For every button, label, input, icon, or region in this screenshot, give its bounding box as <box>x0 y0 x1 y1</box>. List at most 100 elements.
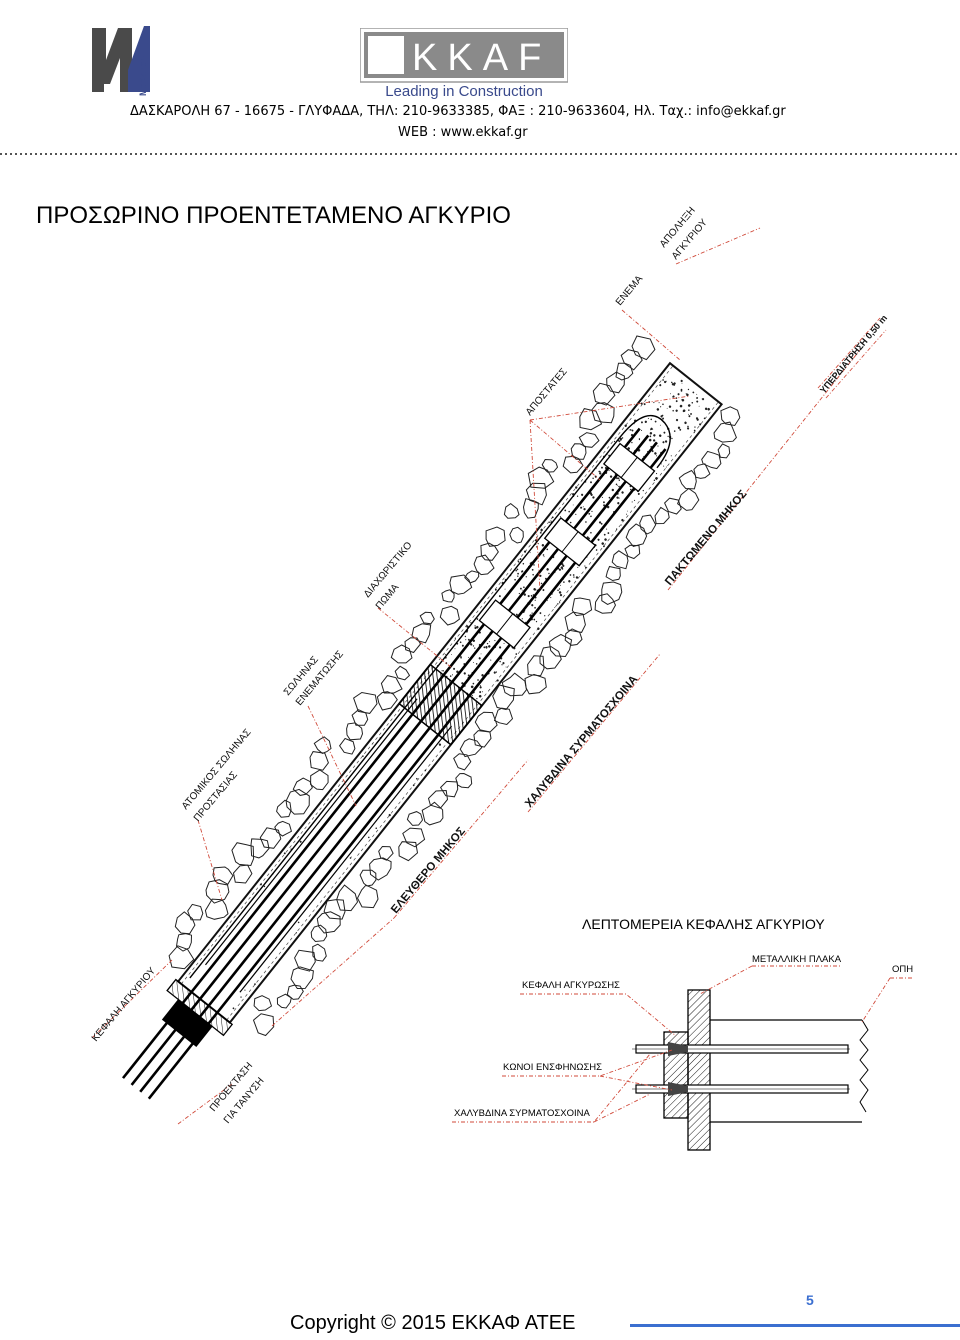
grout-speck <box>590 515 592 518</box>
grout-speck <box>461 682 464 685</box>
rubble-stone <box>411 623 432 644</box>
grout-speck <box>575 513 577 515</box>
grout-speck <box>514 578 516 581</box>
rubble-stone <box>390 644 413 664</box>
grout-speck <box>475 663 478 665</box>
grout-speck <box>482 691 484 693</box>
rubble-stone <box>404 637 422 654</box>
mekano4-logo: MeKano4 <box>88 22 152 98</box>
grout-speck <box>474 625 476 627</box>
grout-speck <box>654 420 657 423</box>
grout-speck <box>531 604 534 607</box>
rubble-stone <box>346 722 364 741</box>
grout-speck <box>592 497 594 499</box>
rubble-stone <box>717 443 731 459</box>
grout-speck <box>572 574 575 576</box>
grout-speck <box>684 421 687 425</box>
grout-speck <box>560 566 564 569</box>
grout-speck <box>501 664 503 666</box>
rubble-stone <box>693 463 711 479</box>
grout-speck <box>534 606 536 609</box>
grout-speck <box>691 402 694 404</box>
grout-speck <box>642 489 644 492</box>
grout-speck <box>515 569 517 572</box>
grout-speck <box>649 435 652 438</box>
grout-speck <box>665 459 667 462</box>
rubble-stone <box>380 675 403 694</box>
grout-speck <box>580 506 583 509</box>
grout-speck <box>658 434 662 437</box>
grout-speck <box>516 568 519 571</box>
grout-speck <box>661 463 662 465</box>
grout-speck <box>558 591 562 594</box>
grout-speck <box>595 549 598 551</box>
grout-speck <box>618 485 620 488</box>
grout-speck <box>692 391 695 394</box>
grout-speck <box>694 426 696 428</box>
rubble-stone <box>492 684 515 711</box>
grout-speck <box>368 836 370 839</box>
grout-speck <box>468 656 470 658</box>
grout-speck <box>667 435 669 438</box>
grout-speck <box>472 645 475 647</box>
grout-speck <box>621 437 624 439</box>
grout-speck <box>362 755 364 757</box>
rubble-stone <box>353 691 378 714</box>
grout-speck <box>295 932 298 934</box>
label-anchor-head: ΚΕΦΑΛΗ ΑΓΚΥΡΙΟΥ <box>90 965 158 1044</box>
rubble-stone <box>252 1013 275 1037</box>
grout-speck <box>474 626 477 630</box>
grout-speck <box>601 466 603 469</box>
grout-speck <box>470 622 472 624</box>
label-grout: ΕΝΕΜΑ <box>614 273 645 308</box>
grout-speck <box>527 595 530 598</box>
ekkaf-logo-tagline: Leading in Construction <box>385 83 543 100</box>
rubble-stone <box>579 408 603 431</box>
rubble-stone <box>503 502 520 519</box>
grout-speck <box>671 383 675 386</box>
rubble-stone <box>356 884 379 909</box>
grout-speck <box>240 996 242 998</box>
leader-grout <box>621 309 681 361</box>
grout-speck <box>702 398 705 401</box>
grout-speck <box>559 516 561 518</box>
grout-speck <box>655 477 658 480</box>
rubble-stone <box>455 772 473 789</box>
rubble-stone <box>524 673 547 695</box>
grout-speck <box>474 647 476 649</box>
rubble-stone <box>336 884 359 912</box>
detail-label-plate: ΜΕΤΑΛΛΙΚΗ ΠΛΑΚΑ <box>752 954 842 965</box>
grout-speck <box>657 445 659 447</box>
grout-speck <box>523 586 525 589</box>
grout-speck <box>693 429 696 432</box>
grout-speck <box>599 471 601 473</box>
rubble-stone <box>624 544 641 560</box>
grout-speck <box>470 643 473 646</box>
grout-speck <box>424 769 427 772</box>
grout-speck <box>656 408 660 411</box>
grout-speck <box>670 393 671 395</box>
grout-speck <box>621 518 624 522</box>
grout-speck <box>546 568 549 571</box>
grout-speck <box>479 691 482 694</box>
rubble-stone <box>253 995 273 1012</box>
grout-speck <box>590 481 592 484</box>
rubble-stone <box>439 605 460 626</box>
soil-rubble <box>168 335 741 1037</box>
footer-copyright: Copyright © 2015 ΕΚΚΑΦ ΑΤΕΕ <box>290 1312 576 1334</box>
grout-speck <box>515 613 518 616</box>
grout-speck <box>608 469 610 472</box>
grout-speck <box>662 441 665 444</box>
grout-speck <box>442 670 444 672</box>
detail-label-wedges: ΚΩΝΟΙ ΕΝΣΦΗΝΩΣΗΣ <box>503 1062 602 1073</box>
rubble-stone <box>309 751 329 771</box>
rubble-stone <box>509 526 524 544</box>
rubble-stone <box>592 382 616 406</box>
head-detail-drawing <box>632 989 869 1151</box>
grout-speck <box>472 639 476 642</box>
grout-speck <box>603 533 606 536</box>
rubble-stone <box>578 432 600 448</box>
grout-speck <box>451 654 453 656</box>
grout-speck <box>557 603 559 605</box>
grout-speck <box>603 501 605 504</box>
